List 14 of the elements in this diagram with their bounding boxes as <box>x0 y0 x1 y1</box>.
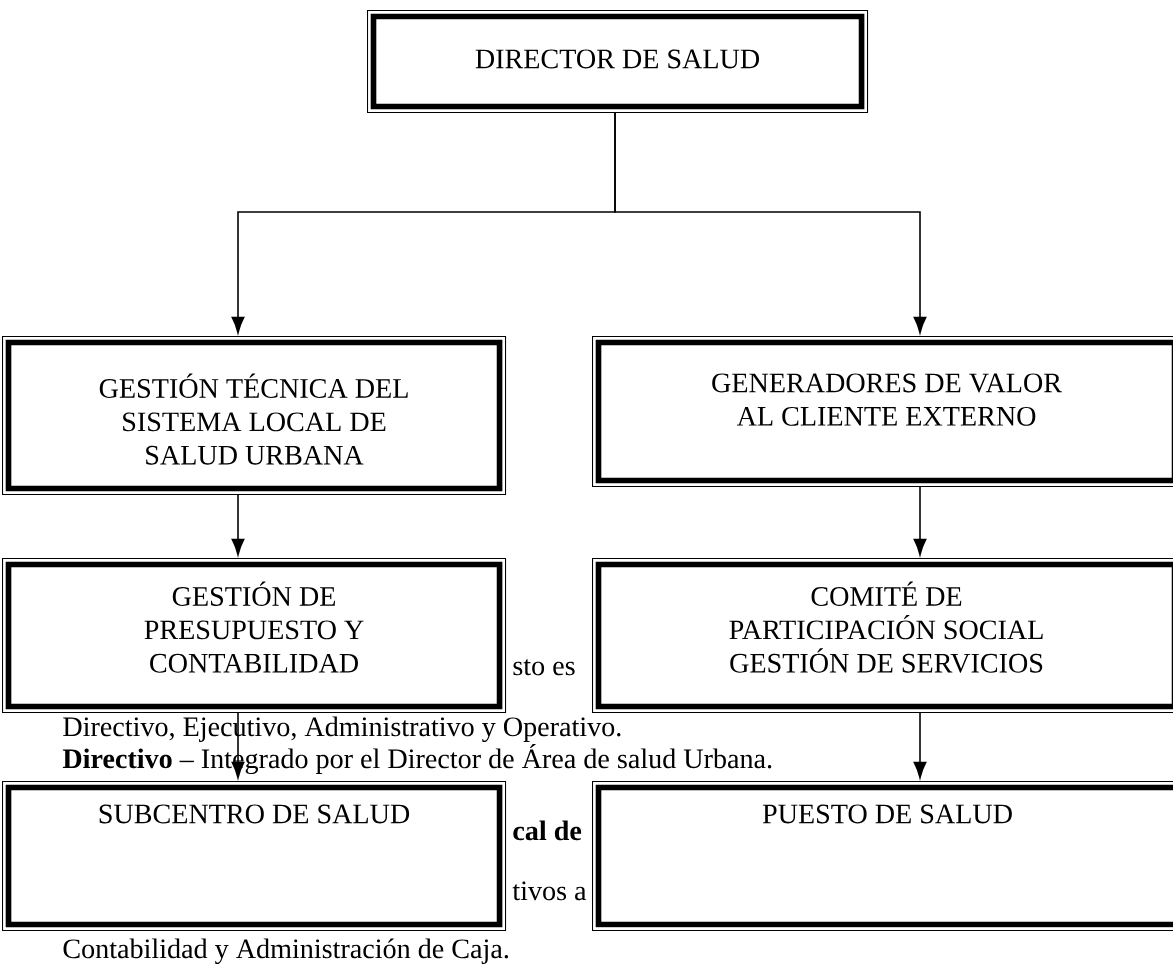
org-box: GESTIÓN TÉCNICA DEL SISTEMA LOCAL DE SALUD URBANA <box>2 336 507 496</box>
org-box: DIRECTOR DE SALUD <box>367 10 869 114</box>
body-text: sto es <box>513 659 575 676</box>
org-box: GESTIÓN DE PRESUPUESTO Y CONTABILIDAD <box>2 558 507 714</box>
arrow <box>614 112 927 334</box>
org-box: COMITÉ DE PARTICIPACIÓN SOCIAL GESTIÓN DE SERVICIOS <box>592 558 1173 714</box>
org-box: SUBCENTRO DE SALUD <box>2 781 507 932</box>
body-text: tivos a <box>512 881 587 901</box>
arrow <box>913 486 927 556</box>
body-text: cal de <box>513 820 582 841</box>
org-box: GENERADORES DE VALOR AL CLIENTE EXTERNO <box>592 336 1173 488</box>
arrow <box>231 494 245 556</box>
org-box: PUESTO DE SALUD <box>592 781 1173 932</box>
arrow <box>913 712 927 779</box>
